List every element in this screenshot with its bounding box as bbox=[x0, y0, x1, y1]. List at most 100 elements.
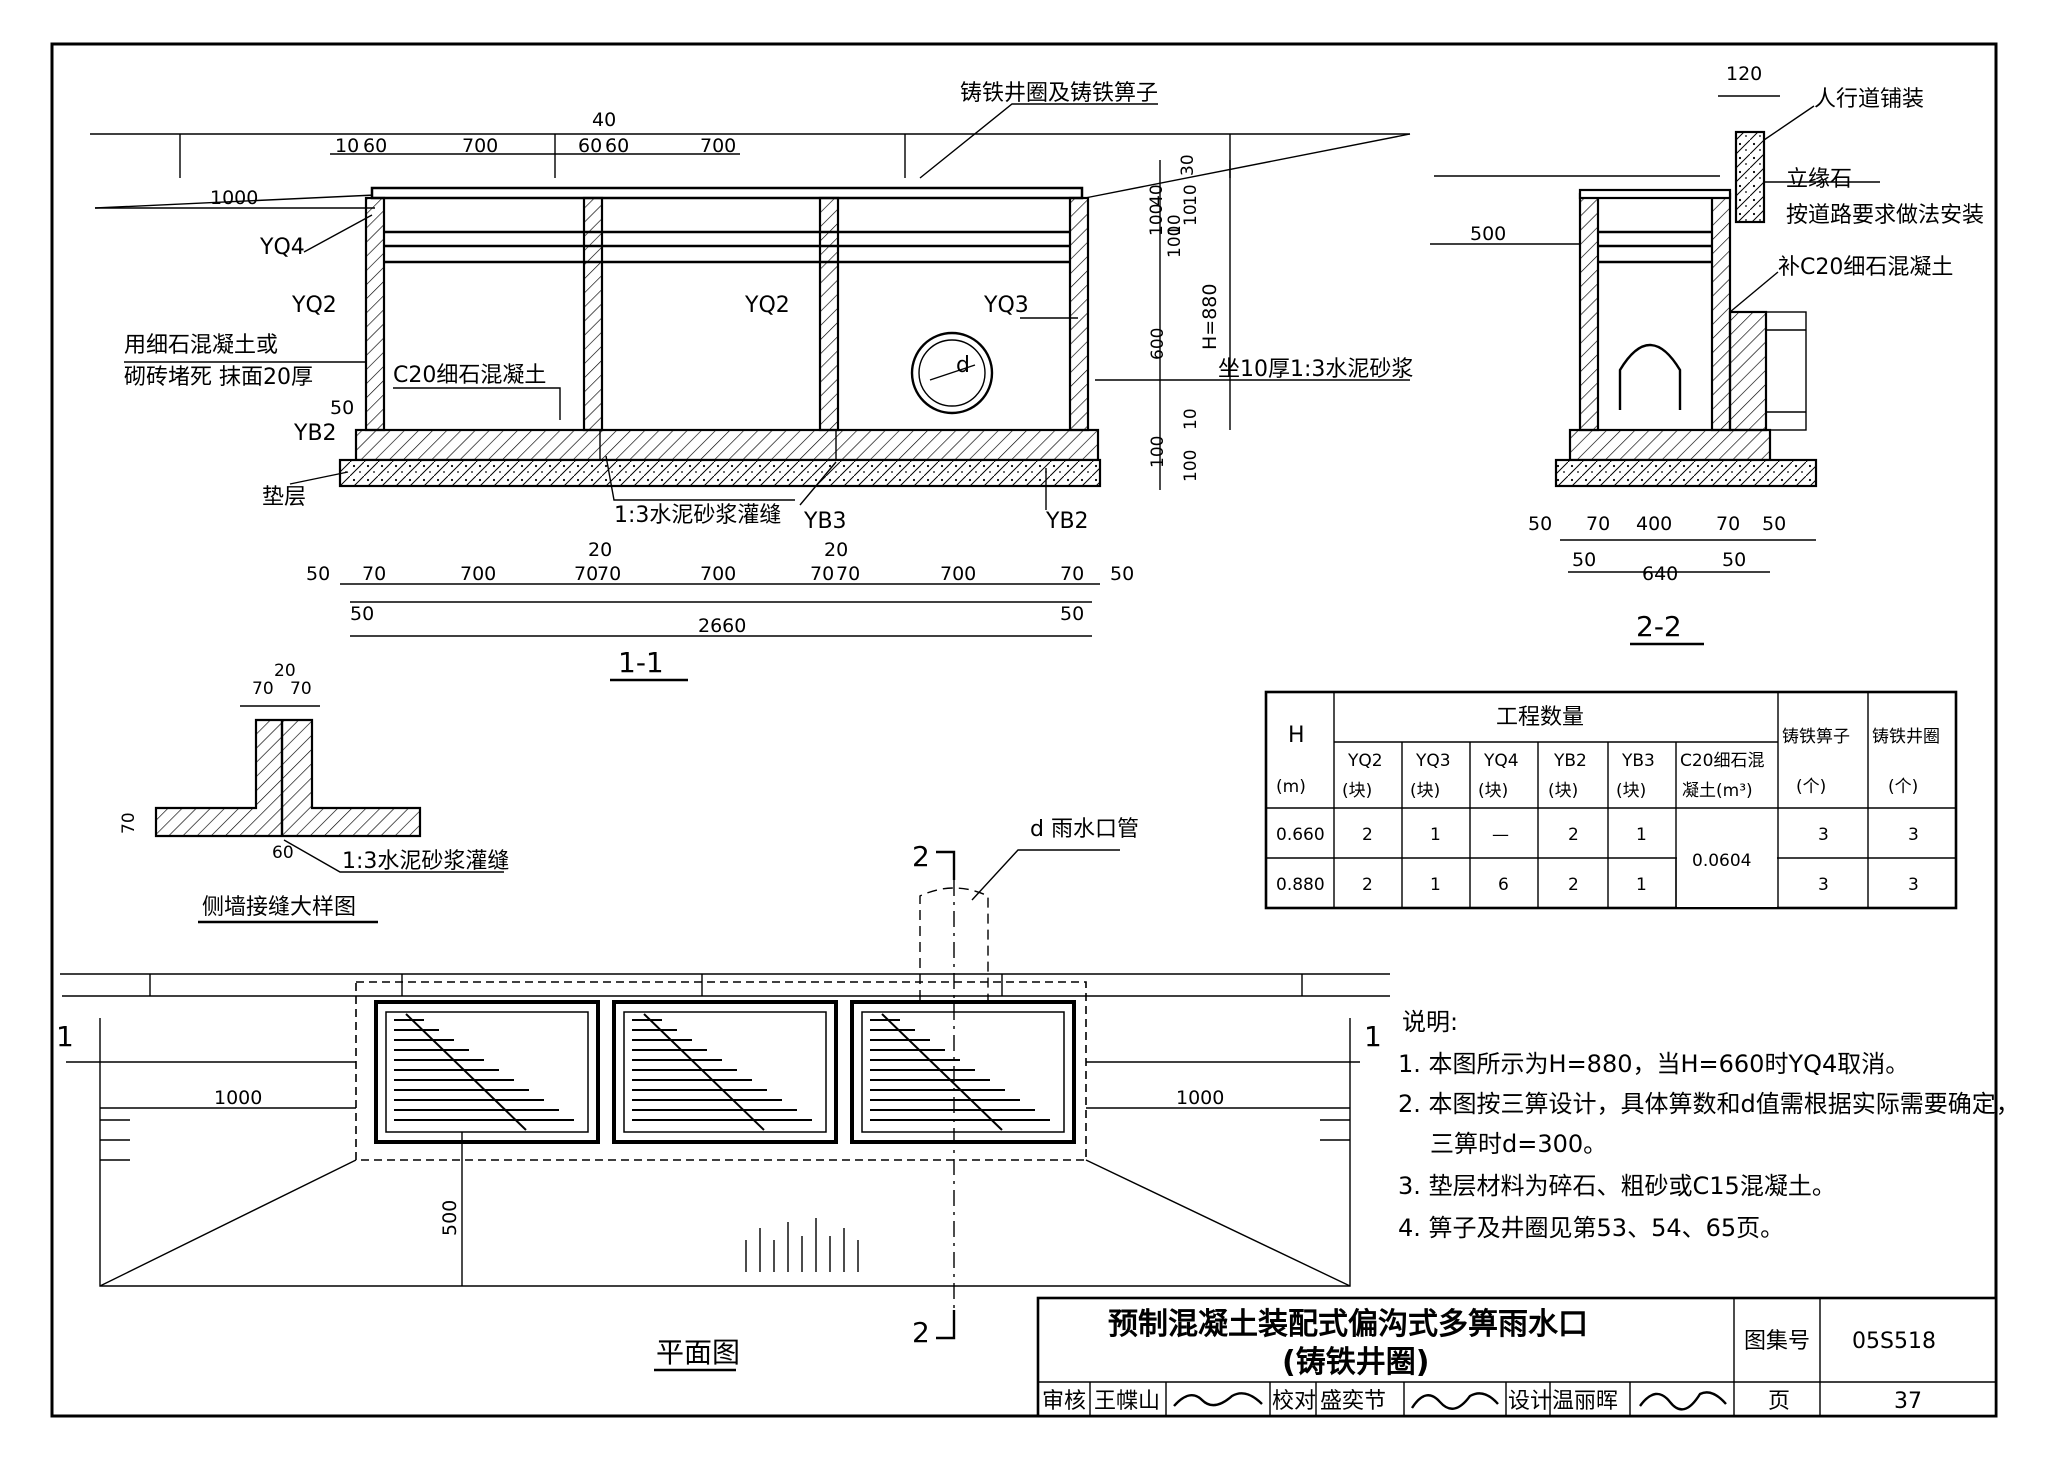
table-col-headers: YQ2 (块) YQ3 (块) YQ4 (块) YB2 (块) YB3 (块) … bbox=[1342, 727, 1940, 801]
label-fill-2: 砌砖堵死 抹面20厚 bbox=[124, 365, 313, 390]
svg-text:100: 100 bbox=[1181, 450, 1201, 482]
svg-text:100: 100 bbox=[1147, 204, 1167, 236]
right-dim-stack: 30 40 100 10 10 10 100 600 10 100 100 bbox=[1147, 154, 1201, 482]
pipe-d-label: d bbox=[956, 353, 970, 378]
svg-text:YB2: YB2 bbox=[1553, 751, 1587, 771]
svg-text:2: 2 bbox=[912, 840, 930, 873]
dim-10: 10 bbox=[335, 135, 359, 157]
dim-1000-sec: 1000 bbox=[210, 187, 258, 209]
plan-title: 平面图 bbox=[656, 1336, 740, 1369]
svg-text:校对: 校对 bbox=[1272, 1389, 1316, 1414]
svg-text:温丽晖: 温丽晖 bbox=[1552, 1389, 1618, 1414]
label-yq2-mid: YQ2 bbox=[744, 293, 790, 318]
svg-text:30: 30 bbox=[1178, 154, 1198, 176]
svg-text:页: 页 bbox=[1768, 1389, 1790, 1414]
svg-text:1: 1 bbox=[1430, 875, 1441, 895]
table-row: 0.880 2 1 6 2 1 3 3 bbox=[1276, 875, 1919, 895]
dim-60b: 60 bbox=[578, 135, 602, 157]
svg-text:—: — bbox=[1492, 825, 1509, 845]
label-pavement: 人行道铺装 bbox=[1814, 87, 1924, 112]
svg-text:40: 40 bbox=[1147, 184, 1167, 206]
svg-text:50: 50 bbox=[1722, 549, 1746, 571]
grate-diagonal bbox=[405, 1013, 527, 1131]
grate-2 bbox=[612, 1000, 838, 1144]
svg-text:70: 70 bbox=[362, 563, 386, 585]
svg-text:100: 100 bbox=[1148, 436, 1168, 468]
label-h880: H=880 bbox=[1199, 284, 1221, 350]
dim-50-row2-right: 50 bbox=[1060, 603, 1084, 625]
svg-text:2: 2 bbox=[1568, 875, 1579, 895]
grate-3 bbox=[850, 1000, 1076, 1144]
joint-detail-label: 1:3水泥砂浆灌缝 bbox=[342, 849, 509, 874]
svg-text:(块): (块) bbox=[1548, 781, 1578, 801]
svg-text:50: 50 bbox=[1572, 549, 1596, 571]
svg-text:60: 60 bbox=[272, 843, 294, 863]
section-1-1: d 40 10 60 700 60 60 700 铸铁井圈及铸铁箅子 1000 … bbox=[90, 81, 1413, 682]
svg-text:(块): (块) bbox=[1478, 781, 1508, 801]
note-1: 1. 本图所示为H=880，当H=660时YQ4取消。 bbox=[1398, 1050, 1909, 1078]
svg-text:3: 3 bbox=[1818, 825, 1829, 845]
dim-120: 120 bbox=[1726, 63, 1762, 85]
svg-text:YQ3: YQ3 bbox=[1415, 751, 1451, 771]
svg-text:700: 700 bbox=[460, 563, 496, 585]
section-2-2-title: 2-2 bbox=[1636, 610, 1682, 643]
svg-text:10: 10 bbox=[1181, 408, 1201, 430]
dim-60a: 60 bbox=[363, 135, 387, 157]
svg-text:1: 1 bbox=[1636, 875, 1647, 895]
svg-text:50: 50 bbox=[1762, 513, 1786, 535]
plan-dim-left: 1000 bbox=[214, 1087, 262, 1109]
svg-text:10: 10 bbox=[1181, 204, 1201, 226]
note-2b: 三箅时d=300。 bbox=[1430, 1130, 1607, 1158]
page-no: 37 bbox=[1894, 1389, 1922, 1414]
svg-text:3: 3 bbox=[1908, 875, 1919, 895]
svg-text:0.660: 0.660 bbox=[1276, 825, 1325, 845]
joint-detail: 20 70 70 70 60 1:3水泥砂浆灌缝 侧墙接缝大样图 bbox=[119, 661, 509, 924]
plan-dim-500: 500 bbox=[439, 1200, 461, 1236]
signature-design bbox=[1639, 1391, 1727, 1411]
svg-text:盛奕节: 盛奕节 bbox=[1320, 1389, 1386, 1414]
svg-text:70: 70 bbox=[597, 563, 621, 585]
svg-text:1: 1 bbox=[56, 1020, 74, 1053]
svg-text:铸铁箅子: 铸铁箅子 bbox=[1782, 727, 1850, 747]
label-yb2-left: YB2 bbox=[293, 421, 337, 446]
label-yq3: YQ3 bbox=[983, 293, 1029, 318]
bottom-dim-row1: 50 70 700 70 70 700 70 70 700 70 50 bbox=[306, 563, 1134, 585]
svg-text:(块): (块) bbox=[1342, 781, 1372, 801]
grate-diagonal bbox=[643, 1013, 765, 1131]
note-3: 3. 垫层材料为碎石、粗砂或C15混凝土。 bbox=[1398, 1172, 1836, 1200]
dim-40: 40 bbox=[592, 109, 616, 131]
svg-text:审核: 审核 bbox=[1042, 1389, 1086, 1414]
svg-text:3: 3 bbox=[1908, 825, 1919, 845]
svg-text:70: 70 bbox=[1586, 513, 1610, 535]
svg-text:YQ2: YQ2 bbox=[1347, 751, 1383, 771]
callout-grate: 铸铁井圈及铸铁箅子 bbox=[960, 81, 1158, 106]
svg-text:70: 70 bbox=[836, 563, 860, 585]
svg-text:(个): (个) bbox=[1796, 777, 1826, 797]
title-block: 预制混凝土装配式偏沟式多箅雨水口 (铸铁井圈) 图集号 05S518 审核 王幉… bbox=[1036, 1296, 1998, 1418]
svg-text:2: 2 bbox=[1568, 825, 1579, 845]
label-yb2-right: YB2 bbox=[1045, 509, 1089, 534]
svg-text:1: 1 bbox=[1364, 1020, 1382, 1053]
svg-text:(块): (块) bbox=[1410, 781, 1440, 801]
grate-1 bbox=[374, 1000, 600, 1144]
svg-text:70: 70 bbox=[252, 679, 274, 699]
joint-detail-title: 侧墙接缝大样图 bbox=[202, 895, 356, 920]
sheet-frame bbox=[50, 42, 1998, 1418]
note-4: 4. 箅子及井圈见第53、54、65页。 bbox=[1398, 1214, 1784, 1242]
svg-text:6: 6 bbox=[1498, 875, 1509, 895]
label-yq2-left: YQ2 bbox=[291, 293, 337, 318]
section-2-2-dims: 50 70 400 70 50 50 640 50 bbox=[1528, 513, 1786, 585]
atlas-no: 05S518 bbox=[1852, 1329, 1936, 1354]
svg-text:(m): (m) bbox=[1276, 777, 1306, 797]
svg-text:2: 2 bbox=[1362, 825, 1373, 845]
svg-text:600: 600 bbox=[1148, 328, 1168, 360]
svg-text:凝土(m³): 凝土(m³) bbox=[1682, 781, 1753, 801]
svg-text:20: 20 bbox=[274, 661, 296, 681]
label-c20: C20细石混凝土 bbox=[393, 363, 546, 388]
svg-text:70: 70 bbox=[119, 812, 139, 834]
table-row: 0.660 2 1 — 2 1 3 3 bbox=[1276, 825, 1919, 845]
svg-text:0.880: 0.880 bbox=[1276, 875, 1325, 895]
label-fill-1: 用细石混凝土或 bbox=[124, 333, 278, 358]
svg-text:640: 640 bbox=[1642, 563, 1678, 585]
label-dim50: 50 bbox=[330, 397, 354, 419]
